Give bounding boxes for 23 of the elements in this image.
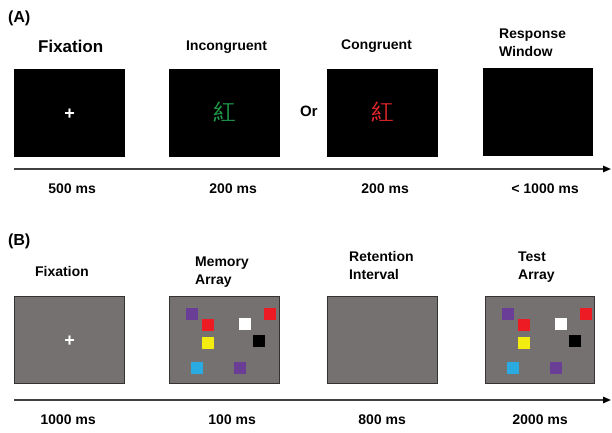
screen-heading: Fixation bbox=[35, 263, 90, 280]
duration-label: 800 ms bbox=[357, 411, 407, 427]
duration-label: 200 ms bbox=[360, 180, 410, 196]
duration-label: 500 ms bbox=[47, 180, 97, 196]
screen-heading: Retention Interval bbox=[349, 248, 415, 283]
duration-label: < 1000 ms bbox=[510, 180, 580, 196]
or-label: Or bbox=[300, 103, 318, 122]
screen-heading: Memory Array bbox=[195, 253, 250, 288]
stimulus-character: 紅 bbox=[370, 102, 394, 124]
duration-label: 200 ms bbox=[208, 180, 258, 196]
fixation-cross: + bbox=[63, 331, 76, 349]
stimulus-character: 紅 bbox=[212, 102, 236, 124]
screen-heading: Response Window bbox=[499, 25, 567, 60]
duration-label: 2000 ms bbox=[511, 411, 569, 427]
panel-label: (B) bbox=[8, 231, 30, 251]
screen-heading: Fixation bbox=[38, 36, 104, 58]
duration-label: 1000 ms bbox=[39, 411, 97, 427]
fixation-cross: + bbox=[63, 104, 76, 122]
screen-heading: Incongruent bbox=[186, 37, 268, 54]
panel-label: (A) bbox=[8, 8, 30, 28]
duration-label: 100 ms bbox=[207, 411, 257, 427]
screen-heading: Test Array bbox=[518, 248, 556, 283]
screen-heading: Congruent bbox=[341, 36, 413, 54]
